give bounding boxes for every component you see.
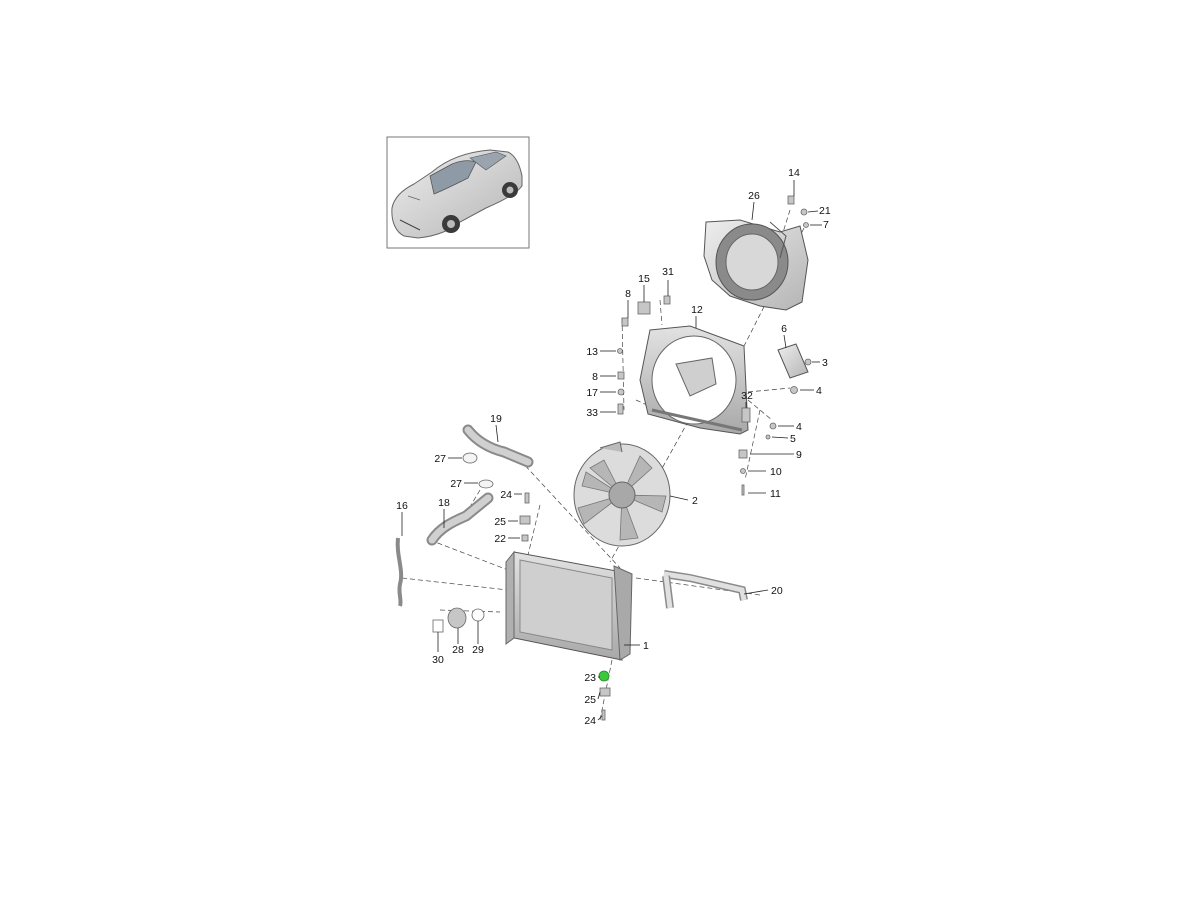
callout-27-lower: 27 [450,478,462,490]
leader-lines [401,180,822,721]
callout-14: 14 [788,167,800,179]
callout-28: 28 [452,644,464,656]
callout-20: 20 [771,585,783,597]
callout-30: 30 [432,654,444,666]
highlighted-part-23 [598,670,610,682]
hose-20 [662,570,748,609]
callout-11: 11 [770,488,781,500]
car-icon [391,149,523,239]
callout-33: 33 [586,407,598,419]
fan-frame-part [639,325,749,435]
callout-5: 5 [790,433,796,445]
callout-22: 22 [494,533,506,545]
callout-16: 16 [396,500,408,512]
callout-6: 6 [781,323,787,335]
callout-2: 2 [692,495,698,507]
callout-8-upper: 8 [625,288,631,300]
callout-17: 17 [586,387,598,399]
callout-9: 9 [796,449,802,461]
fan-part [573,441,671,547]
callout-15: 15 [638,273,650,285]
callout-1: 1 [643,640,649,652]
callout-labels: 14 26 21 7 31 15 8 12 6 13 3 8 17 4 32 3… [396,167,831,727]
callout-7: 7 [823,219,829,231]
hose-19 [462,424,534,468]
callout-8-lower: 8 [592,371,598,383]
callout-26: 26 [748,190,760,202]
callout-4-lower: 4 [796,421,802,433]
callout-18: 18 [438,497,450,509]
radiator-part [505,550,633,661]
callout-4-upper: 4 [816,385,822,397]
callout-31: 31 [662,266,674,278]
bracket-6 [777,343,809,379]
vehicle-thumbnail [386,136,530,249]
fan-shroud-part [703,219,809,311]
callout-21: 21 [819,205,831,217]
callout-13: 13 [586,346,598,358]
hose-18 [426,492,494,546]
callout-23: 23 [584,672,596,684]
callout-32: 32 [741,390,753,402]
callout-12: 12 [691,304,703,316]
callout-3: 3 [822,357,828,369]
callout-25-lower: 25 [584,694,596,706]
callout-25-upper: 25 [494,516,506,528]
callout-24-lower: 24 [584,715,596,727]
callout-27-upper: 27 [434,453,446,465]
small-parts [432,195,812,721]
callout-19: 19 [490,413,502,425]
callout-29: 29 [472,644,484,656]
callout-24-upper: 24 [500,489,512,501]
callout-10: 10 [770,466,782,478]
hose-16 [395,537,404,607]
